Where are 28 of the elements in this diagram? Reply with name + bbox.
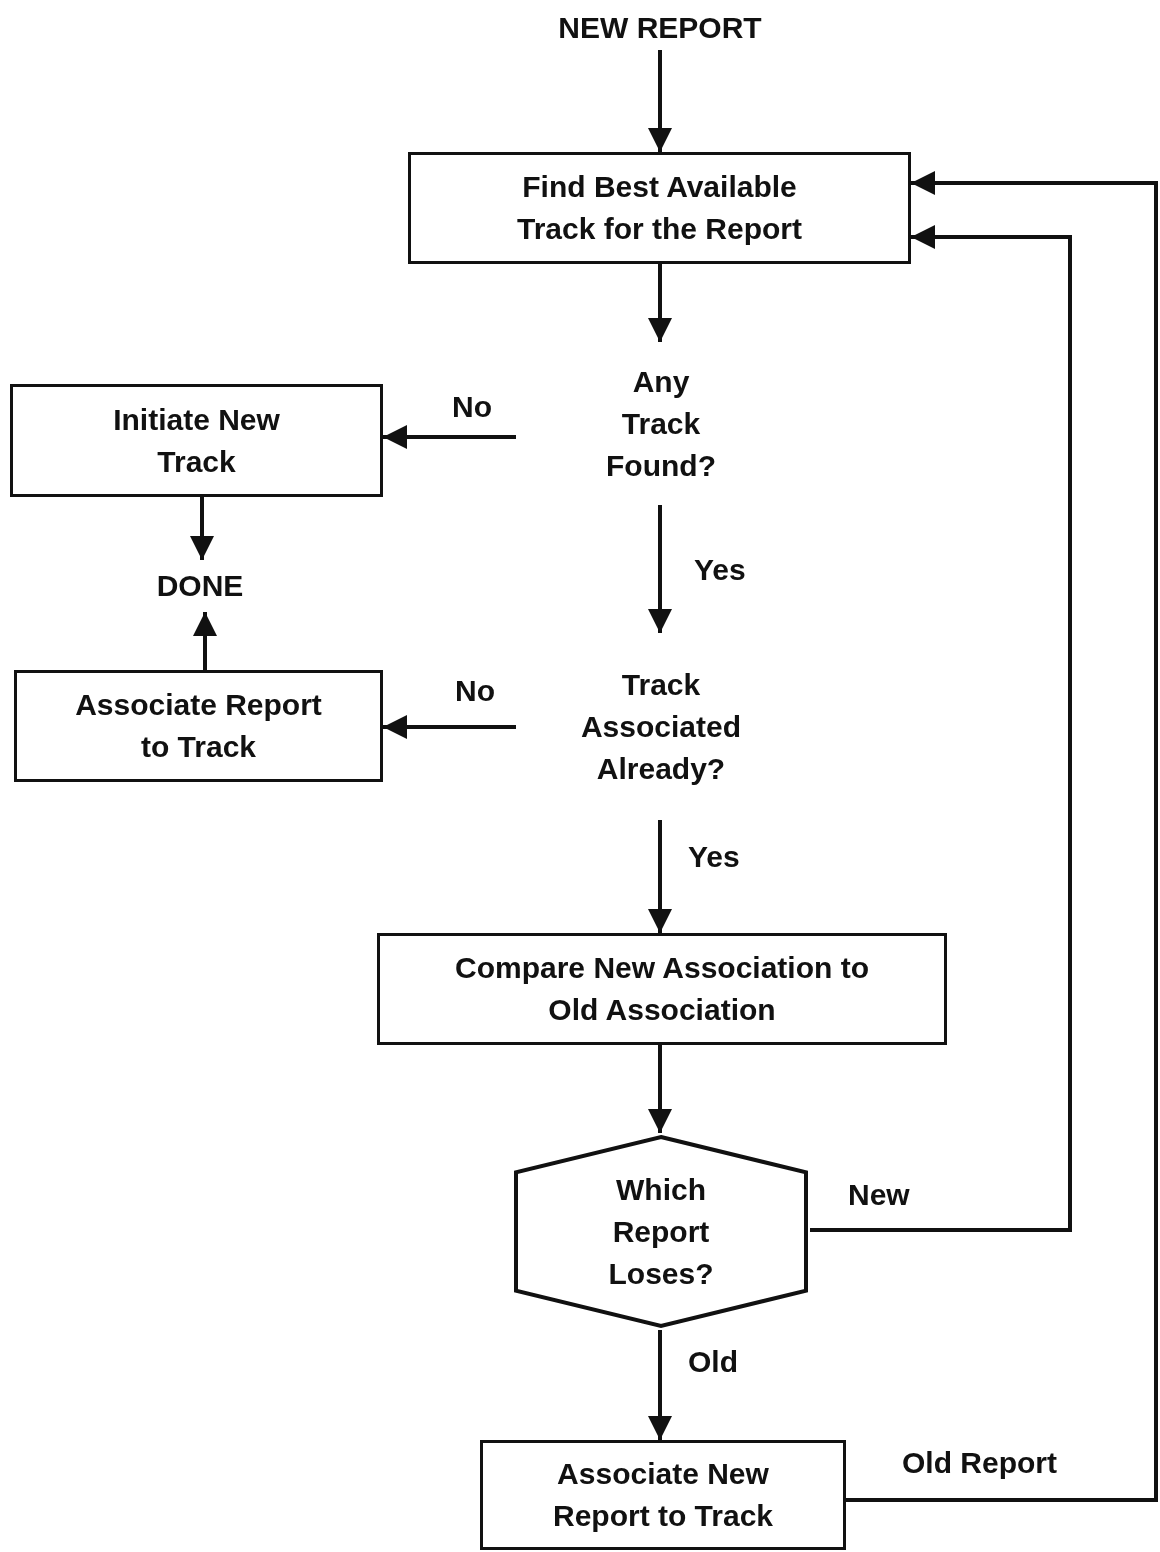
process-box [10,384,383,497]
flow-text: Track Associated Already? [516,633,806,820]
arrow [648,1330,672,1440]
node-label: Find Best Available Track for the Report [515,169,804,247]
flow-text: DONE [130,560,270,612]
node-label: Associate Report to Track [74,687,323,765]
arrow [648,264,672,342]
node-label: Associate New Report to Track [551,1456,775,1534]
arrow [648,820,672,933]
flow-text: Any Track Found? [516,342,806,505]
process-box [480,1440,846,1550]
process-box [408,152,911,264]
node-label: Compare New Association to Old Association [454,950,870,1028]
arrow [648,1045,672,1133]
arrow [190,497,214,560]
process-box [14,670,383,782]
arrow [846,171,1158,1502]
arrow [383,715,516,739]
node-label: Which Report Loses? [607,1171,715,1292]
node-label: Initiate New Track [112,401,281,480]
arrow [648,50,672,152]
decision-hexagon [512,1133,810,1330]
arrow [648,505,672,633]
flow-text: NEW REPORT [530,6,790,50]
arrow [193,612,217,670]
process-box [377,933,947,1045]
arrow [383,425,516,449]
arrow [810,225,1072,1232]
